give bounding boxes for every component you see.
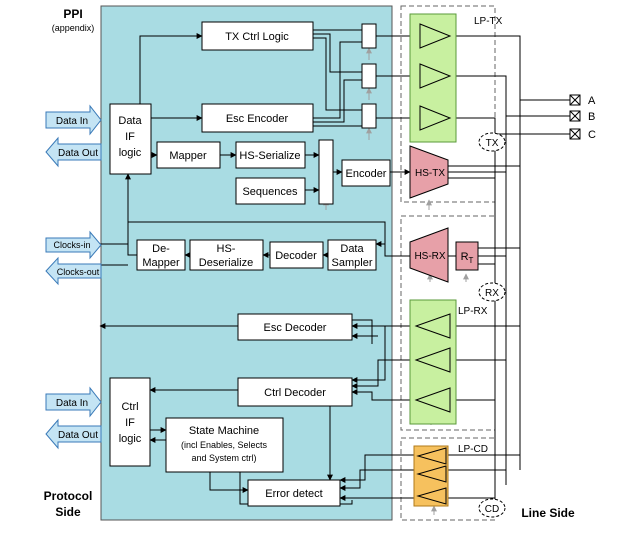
pin-a: A (569, 94, 596, 107)
clocks-out-port: Clocks-out (45, 256, 102, 286)
decoder-block: Decoder (269, 241, 324, 269)
svg-text:Data In: Data In (56, 398, 88, 409)
tx-ctrl-logic-block: TX Ctrl Logic (201, 21, 314, 51)
state-machine-block: State Machine (incl Enables, Selects and… (165, 417, 284, 473)
data-out-top-port: Data Out (45, 136, 102, 168)
rt-resistor-block (455, 241, 479, 271)
svg-text:A: A (588, 95, 596, 107)
tx-circle-label: TX (486, 138, 499, 149)
lp-tx-label: LP-TX (474, 16, 503, 27)
esc-encoder-block: Esc Encoder (201, 103, 314, 133)
clocks-in-port: Clocks-in (45, 230, 102, 260)
pin-c: C (569, 128, 596, 141)
svg-text:Clocks-out: Clocks-out (57, 267, 100, 277)
svg-text:Data: Data (118, 115, 142, 127)
lp-tx-buffer-1-icon (419, 23, 452, 49)
error-detect-block: Error detect (247, 479, 341, 507)
svg-text:State Machine: State Machine (189, 425, 259, 437)
lp-rx-buffer-1-icon (414, 313, 451, 339)
data-sampler-block: Data Sampler (327, 239, 377, 271)
mux-hs (318, 139, 334, 205)
svg-text:logic: logic (119, 433, 142, 445)
svg-text:Encoder: Encoder (346, 168, 387, 180)
protocol-side-label-1: Protocol (44, 489, 93, 503)
lp-cd-buffer-1-icon (416, 447, 447, 465)
mux-1 (361, 23, 377, 49)
ctrl-if-logic-block: Ctrl IF logic (109, 377, 151, 467)
lp-tx-buffer-3-icon (419, 105, 452, 131)
svg-text:Data In: Data In (56, 116, 88, 127)
rx-circle-label: RX (485, 288, 499, 299)
svg-text:logic: logic (119, 147, 142, 159)
esc-decoder-block: Esc Decoder (237, 313, 353, 341)
lp-rx-buffer-2-icon (414, 347, 451, 373)
encoder-block: Encoder (341, 159, 391, 187)
mapper-block: Mapper (156, 141, 221, 169)
svg-text:Mapper: Mapper (142, 257, 180, 269)
lp-tx-buffer-2-icon (419, 63, 452, 89)
cd-circle-badge (478, 498, 506, 518)
svg-text:Ctrl Decoder: Ctrl Decoder (264, 387, 326, 399)
cd-circle-label: CD (485, 504, 499, 515)
svg-text:(incl Enables, Selects: (incl Enables, Selects (181, 440, 268, 450)
tx-group-box (400, 5, 496, 203)
wires (99, 29, 570, 505)
svg-text:Error detect: Error detect (265, 488, 322, 500)
pin-b: B (569, 110, 595, 123)
lp-cd-label: LP-CD (458, 444, 488, 455)
svg-text:C: C (588, 129, 596, 141)
svg-text:Clocks-in: Clocks-in (53, 240, 90, 250)
svg-text:IF: IF (125, 417, 135, 429)
data-out-bottom-port: Data Out (45, 418, 102, 450)
hs-deserialize-block: HS- Deserialize (189, 239, 264, 271)
lp-cd-buffer-2-icon (416, 465, 447, 483)
sequences-block: Sequences (235, 177, 306, 205)
appendix-label: (appendix) (52, 23, 95, 33)
svg-text:TX Ctrl Logic: TX Ctrl Logic (225, 31, 289, 43)
svg-text:and System ctrl): and System ctrl) (191, 453, 256, 463)
svg-text:Sampler: Sampler (332, 257, 373, 269)
svg-text:Data Out: Data Out (58, 148, 98, 159)
rx-circle-badge (478, 282, 506, 302)
ctrl-decoder-block: Ctrl Decoder (237, 377, 353, 407)
tx-circle-badge (478, 132, 506, 152)
protocol-side-label-2: Side (55, 505, 81, 519)
line-side-label: Line Side (521, 506, 575, 520)
hs-tx-block (409, 145, 449, 199)
hs-serialize-block: HS-Serialize (235, 141, 306, 169)
lp-cd-buffer-3-icon (416, 487, 447, 505)
svg-text:Ctrl: Ctrl (121, 401, 138, 413)
rt-label: RT (461, 251, 474, 265)
svg-text:Decoder: Decoder (275, 250, 317, 262)
svg-text:IF: IF (125, 131, 135, 143)
svg-text:B: B (588, 111, 595, 123)
svg-text:Sequences: Sequences (242, 186, 298, 198)
mux-2 (361, 63, 377, 89)
data-in-top-port: Data In (45, 104, 102, 136)
data-if-logic-block: Data IF logic (109, 103, 152, 175)
svg-text:HS-Serialize: HS-Serialize (239, 150, 300, 162)
hs-rx-block (409, 227, 449, 283)
lp-rx-label: LP-RX (458, 306, 488, 317)
svg-text:Deserialize: Deserialize (199, 257, 253, 269)
svg-text:Esc Decoder: Esc Decoder (264, 322, 327, 334)
mux-3 (361, 103, 377, 129)
data-in-bottom-port: Data In (45, 386, 102, 418)
ppi-label: PPI (63, 7, 82, 21)
lp-rx-buffer-3-icon (414, 387, 451, 413)
svg-text:Data Out: Data Out (58, 430, 98, 441)
svg-text:Mapper: Mapper (169, 150, 207, 162)
svg-text:Esc Encoder: Esc Encoder (226, 113, 289, 125)
svg-text:Data: Data (340, 243, 364, 255)
svg-text:HS-: HS- (217, 243, 236, 255)
hs-tx-label: HS-TX (415, 168, 445, 179)
svg-text:De-: De- (152, 243, 170, 255)
hs-rx-label: HS-RX (414, 251, 445, 262)
demapper-block: De- Mapper (136, 239, 186, 271)
